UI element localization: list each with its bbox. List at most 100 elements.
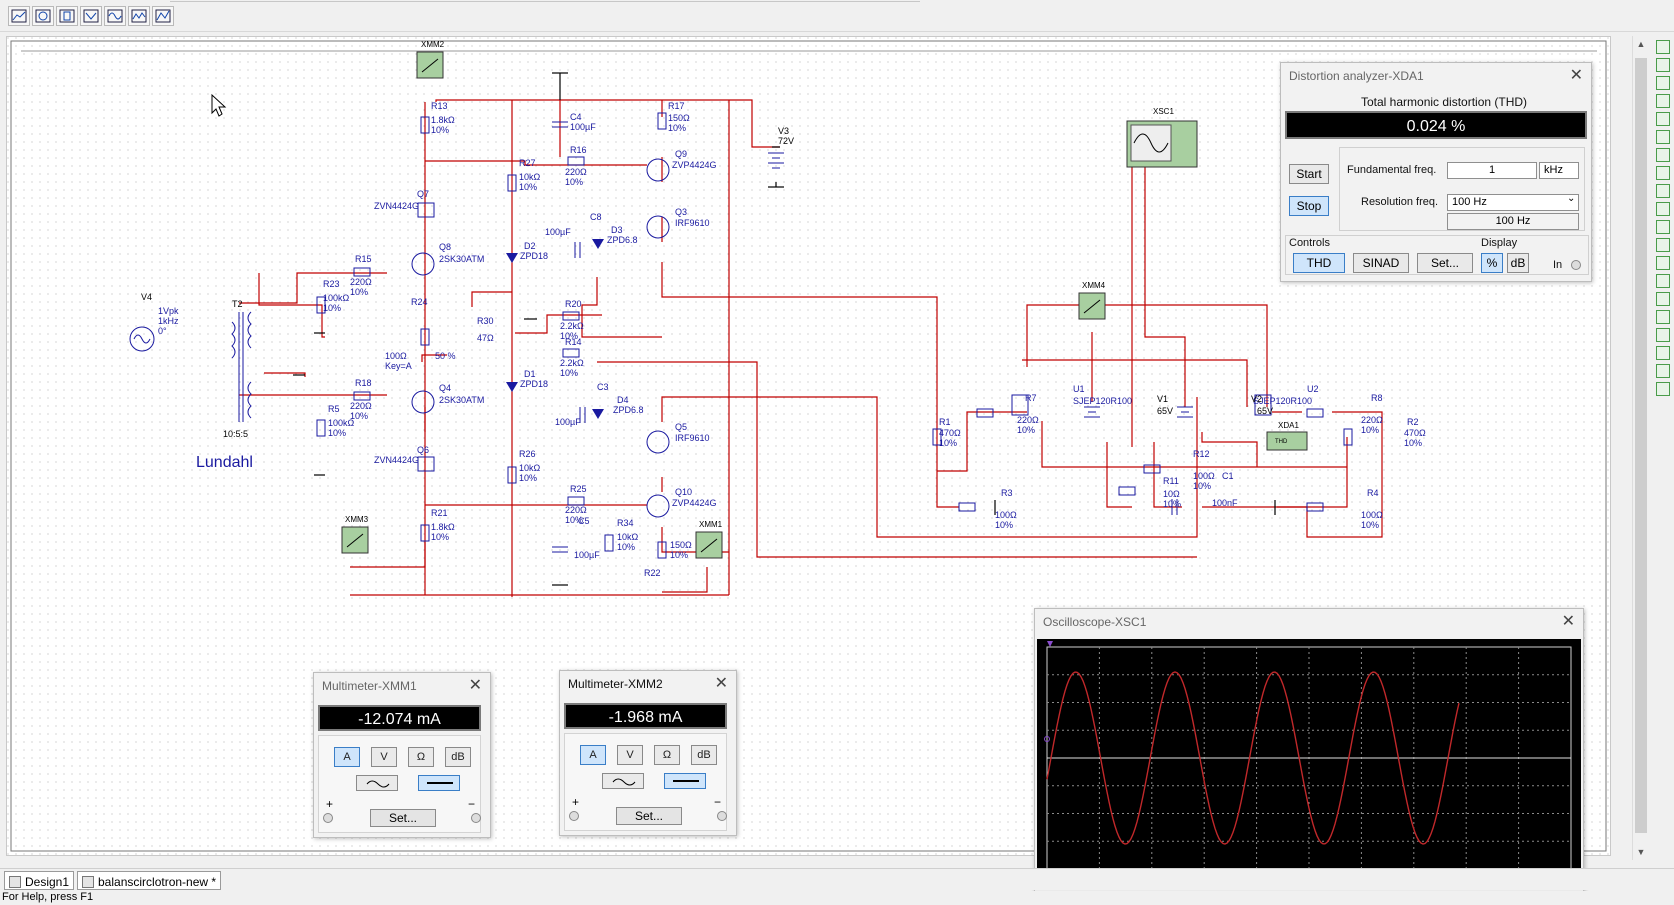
scroll-up-icon[interactable]: ▲ (1636, 39, 1646, 49)
xmm4-icon[interactable]: XMM4 (1078, 281, 1106, 320)
mm2-dc-button[interactable] (664, 773, 706, 789)
r17-tol: 10% (668, 123, 686, 133)
scroll-thumb[interactable] (1635, 58, 1647, 833)
da-fund-unit[interactable]: kHz (1539, 162, 1579, 179)
network-analyzer-tool-icon[interactable] (1656, 274, 1670, 288)
multimeter-tool-icon[interactable] (1656, 40, 1670, 54)
r12-tol: 10% (1193, 481, 1211, 491)
da-start-button[interactable]: Start (1289, 164, 1329, 184)
mm1-amp-button[interactable]: A (334, 747, 360, 767)
word-generator-tool-icon[interactable] (1656, 166, 1670, 180)
mm1-ohm-button[interactable]: Ω (408, 747, 434, 767)
da-res-select[interactable]: 100 Hz (1447, 194, 1579, 211)
wattmeter-tool-icon[interactable] (1656, 76, 1670, 90)
xmm2-icon[interactable]: XMM2 (416, 40, 445, 79)
v1-battery[interactable] (1084, 406, 1100, 418)
r16-value: 220Ω (565, 167, 587, 177)
spectrum-analyzer-tool-icon[interactable] (1656, 256, 1670, 270)
plot-icon[interactable] (128, 6, 150, 26)
oscilloscope-tool-icon[interactable] (1656, 94, 1670, 108)
da-heading: Total harmonic distortion (THD) (1361, 95, 1528, 109)
tab-balanscirclotron[interactable]: balanscirclotron-new * (77, 871, 222, 890)
t2-transformer[interactable] (231, 311, 252, 422)
osc-close-icon[interactable]: ✕ (1561, 613, 1575, 630)
chart-icon[interactable] (152, 6, 174, 26)
v3-battery[interactable] (768, 152, 784, 169)
da-thd-button[interactable]: THD (1293, 253, 1345, 273)
da-stop-button[interactable]: Stop (1289, 196, 1329, 216)
transistor-symbols (411, 158, 1272, 518)
top-toolbar (0, 0, 1674, 32)
ac-wave-icon (612, 778, 636, 786)
current-probe-tool-icon[interactable] (1656, 382, 1670, 396)
mm1-minus-terminal[interactable] (471, 813, 481, 823)
v4-name: V4 (141, 292, 152, 302)
distortion-analyzer-window[interactable]: Distortion analyzer-XDA1 ✕ Total harmoni… (1280, 62, 1592, 282)
xmm3-icon[interactable]: XMM3 (341, 515, 369, 554)
da-sinad-button[interactable]: SINAD (1353, 253, 1409, 273)
mm2-set-button[interactable]: Set... (616, 807, 682, 825)
labview-tool-icon[interactable] (1656, 364, 1670, 378)
osc-screen[interactable] (1037, 639, 1581, 879)
multimeter-xmm2-window[interactable]: Multimeter-XMM2 ✕ -1.968 mA A V Ω dB + −… (559, 670, 737, 836)
agilent-generator-tool-icon[interactable] (1656, 292, 1670, 306)
xmm1-label: XMM1 (699, 520, 723, 529)
v4-source[interactable] (129, 326, 155, 352)
waveform-icon[interactable] (104, 6, 126, 26)
xda1-icon[interactable]: THD XDA1 (1266, 421, 1308, 451)
agilent-multimeter-tool-icon[interactable] (1656, 310, 1670, 324)
bode-plotter-tool-icon[interactable] (1656, 130, 1670, 144)
mm1-db-button[interactable]: dB (445, 747, 471, 767)
four-channel-scope-tool-icon[interactable] (1656, 112, 1670, 126)
probe-icon[interactable] (56, 6, 78, 26)
mm2-close-icon[interactable]: ✕ (714, 675, 728, 692)
analysis-icon[interactable] (80, 6, 102, 26)
r30-name: R30 (477, 316, 494, 326)
workspace-vscrollbar[interactable]: ▲ ▼ (1632, 36, 1648, 860)
grapher-icon[interactable] (8, 6, 30, 26)
q8-value: 2SK30ATM (439, 254, 484, 264)
r27-name: R27 (519, 158, 536, 168)
tektronix-scope-tool-icon[interactable] (1656, 346, 1670, 360)
multimeter-xmm1-window[interactable]: Multimeter-XMM1 ✕ -12.074 mA A V Ω dB + … (313, 672, 491, 838)
da-percent-button[interactable]: % (1481, 253, 1503, 273)
mm2-ac-button[interactable] (602, 773, 644, 789)
function-generator-tool-icon[interactable] (1656, 58, 1670, 72)
oscilloscope-xsc1-window[interactable]: Oscilloscope-XSC1 ✕ (1034, 608, 1584, 905)
q3-name: Q3 (675, 207, 687, 217)
v2-battery[interactable] (1177, 406, 1193, 418)
chevron-down-icon[interactable]: ⌄ (1567, 193, 1576, 204)
distortion-analyzer-tool-icon[interactable] (1656, 238, 1670, 252)
iv-analyzer-tool-icon[interactable] (1656, 220, 1670, 234)
d1-name: D1 (524, 369, 536, 379)
mm1-dc-button[interactable] (418, 775, 460, 791)
logic-converter-tool-icon[interactable] (1656, 202, 1670, 216)
mm2-plus-terminal[interactable] (569, 811, 579, 821)
da-set-button[interactable]: Set... (1417, 253, 1473, 273)
tab-design1[interactable]: Design1 (4, 871, 75, 890)
mm1-close-icon[interactable]: ✕ (468, 677, 482, 694)
mm1-volt-button[interactable]: V (371, 747, 397, 767)
da-db-button[interactable]: dB (1507, 253, 1529, 273)
da-fund-input[interactable]: 1 (1447, 162, 1537, 179)
r13-tol: 10% (431, 125, 449, 135)
scroll-down-icon[interactable]: ▼ (1636, 847, 1646, 857)
oscilloscope-icon[interactable] (32, 6, 54, 26)
r24-pct: 50 % (435, 351, 456, 361)
logic-analyzer-tool-icon[interactable] (1656, 184, 1670, 198)
da-close-icon[interactable]: ✕ (1569, 67, 1583, 84)
mm1-ac-button[interactable] (356, 775, 398, 791)
xmm1-icon[interactable]: XMM1 (695, 520, 723, 559)
mm1-plus-terminal[interactable] (323, 813, 333, 823)
xsc1-icon[interactable]: XSC1 (1126, 107, 1198, 168)
da-input-terminal[interactable] (1571, 260, 1581, 270)
r12-name: R12 (1193, 449, 1210, 459)
agilent-scope-tool-icon[interactable] (1656, 328, 1670, 342)
mm2-db-button[interactable]: dB (691, 745, 717, 765)
mm2-volt-button[interactable]: V (617, 745, 643, 765)
mm1-set-button[interactable]: Set... (370, 809, 436, 827)
mm2-minus-terminal[interactable] (717, 811, 727, 821)
frequency-counter-tool-icon[interactable] (1656, 148, 1670, 162)
mm2-amp-button[interactable]: A (580, 745, 606, 765)
mm2-ohm-button[interactable]: Ω (654, 745, 680, 765)
